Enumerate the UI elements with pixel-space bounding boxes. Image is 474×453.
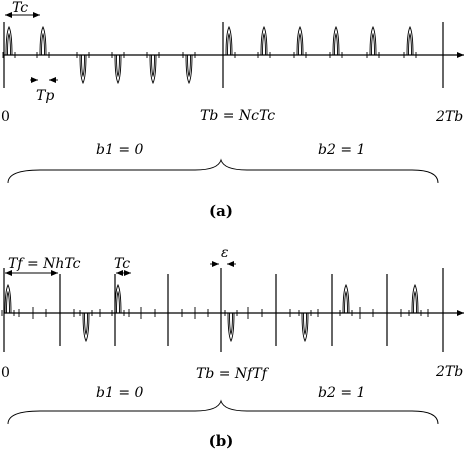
pulse [293,26,307,59]
pulse [76,51,90,84]
end-label: 2Tb [435,109,463,125]
pulse [403,26,417,59]
b2-label: b2 = 1 [318,385,365,401]
tb-label: Tb = NcTc [200,108,275,124]
pulse [111,51,125,84]
pulse [222,26,236,59]
tc-label: Tc [12,0,28,16]
end-label: 2Tb [435,364,463,380]
pulse [111,284,125,317]
epsilon-label: ε [221,245,229,261]
pulse [408,284,422,317]
pulse [257,26,271,59]
pulse [224,309,238,342]
origin-label: 0 [1,109,10,125]
b2-label: b2 = 1 [318,142,365,158]
panel-b: Tf = NhTc Tc ε 0 Tb = NfTf 2Tb b1 = 0 b2… [1,245,464,450]
bit-brace [7,399,439,425]
pulse [2,26,16,59]
bit-brace [7,158,439,184]
tp-label: Tp [36,88,54,104]
pulse [366,26,380,59]
panel-a: Tc Tp 0 Tb = NcTc 2Tb b1 = 0 b2 = 1 (a) [1,0,464,220]
b1-label: b1 = 0 [96,142,144,158]
pulse [36,26,50,59]
pulse [79,309,93,342]
tb-label: Tb = NfTf [196,366,270,382]
chip-ticks [18,307,429,319]
pulse [146,51,160,84]
caption-a: (a) [209,202,233,220]
b1-label: b1 = 0 [96,385,144,401]
pulse [298,309,312,342]
pulse [329,26,343,59]
tf-label: Tf = NhTc [8,256,81,272]
pulse [182,51,196,84]
tc-label: Tc [114,256,130,272]
pulse [339,284,353,317]
origin-label: 0 [1,365,10,381]
caption-b: (b) [209,432,234,450]
frame-boundaries [59,274,388,346]
